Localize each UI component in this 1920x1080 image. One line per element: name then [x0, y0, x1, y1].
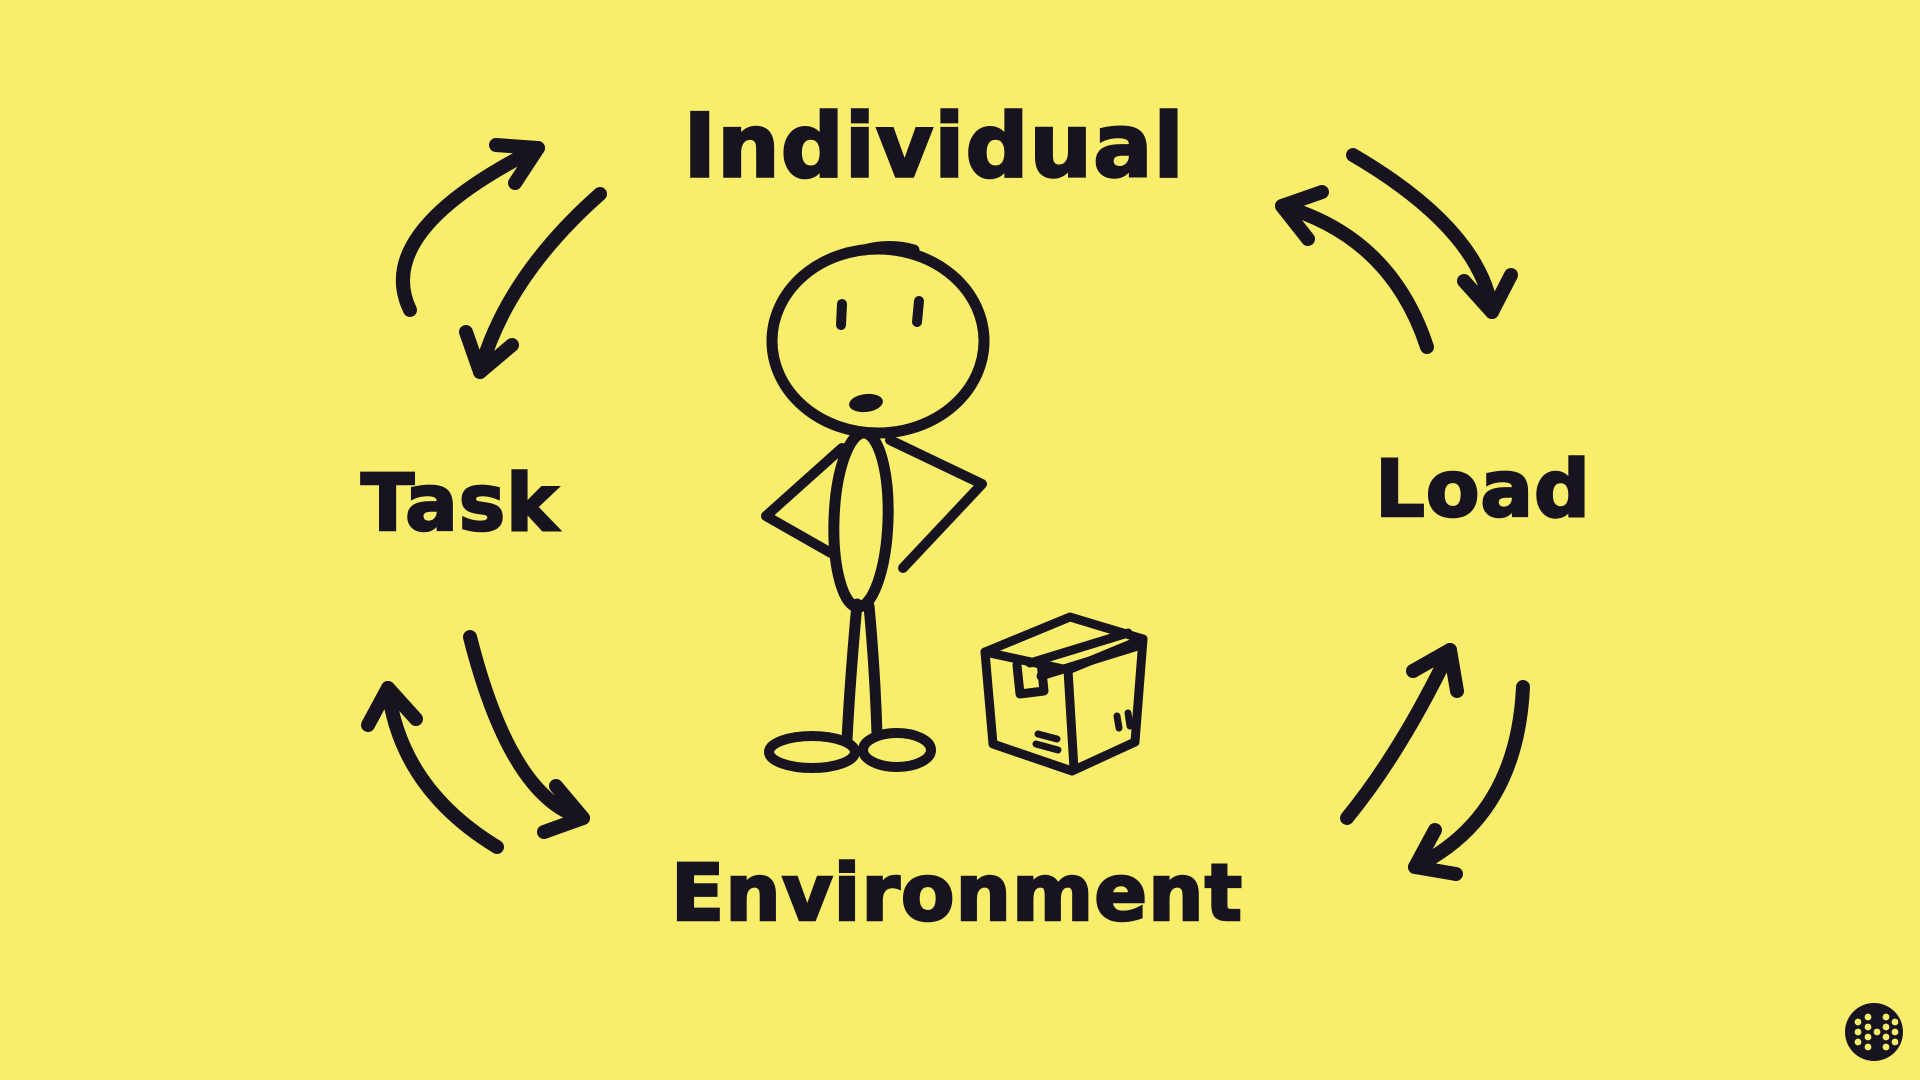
arrow-load-to-environment — [1408, 680, 1530, 881]
node-label-individual: Individual — [682, 93, 1185, 199]
arrow-task-to-individual — [395, 138, 545, 317]
arrow-environment-to-task — [361, 681, 504, 854]
arrow-environment-to-load — [1340, 643, 1464, 825]
figure-left-eye — [836, 299, 847, 330]
arrow-load-to-individual — [1275, 185, 1434, 354]
figure-left-foot — [764, 731, 860, 773]
figure-right-arm — [885, 435, 987, 573]
arrow-individual-to-load — [1346, 148, 1518, 319]
figure-left-arm — [761, 443, 847, 558]
figure-mouth — [849, 393, 883, 413]
stick-figure-person-icon — [761, 241, 990, 773]
node-label-load: Load — [1374, 444, 1591, 537]
figure-torso — [828, 427, 894, 613]
arrow-individual-to-task — [459, 187, 607, 379]
figure-right-leg — [863, 600, 883, 740]
node-label-task: Task — [360, 458, 560, 551]
figure-right-eye — [912, 296, 924, 327]
node-label-environment: Environment — [670, 848, 1243, 941]
arrow-task-to-environment — [463, 630, 590, 839]
figure-right-foot — [858, 728, 936, 772]
cardboard-box-icon — [980, 612, 1148, 776]
figure-left-leg — [841, 598, 863, 746]
dots-circle-logo — [1845, 1003, 1903, 1061]
